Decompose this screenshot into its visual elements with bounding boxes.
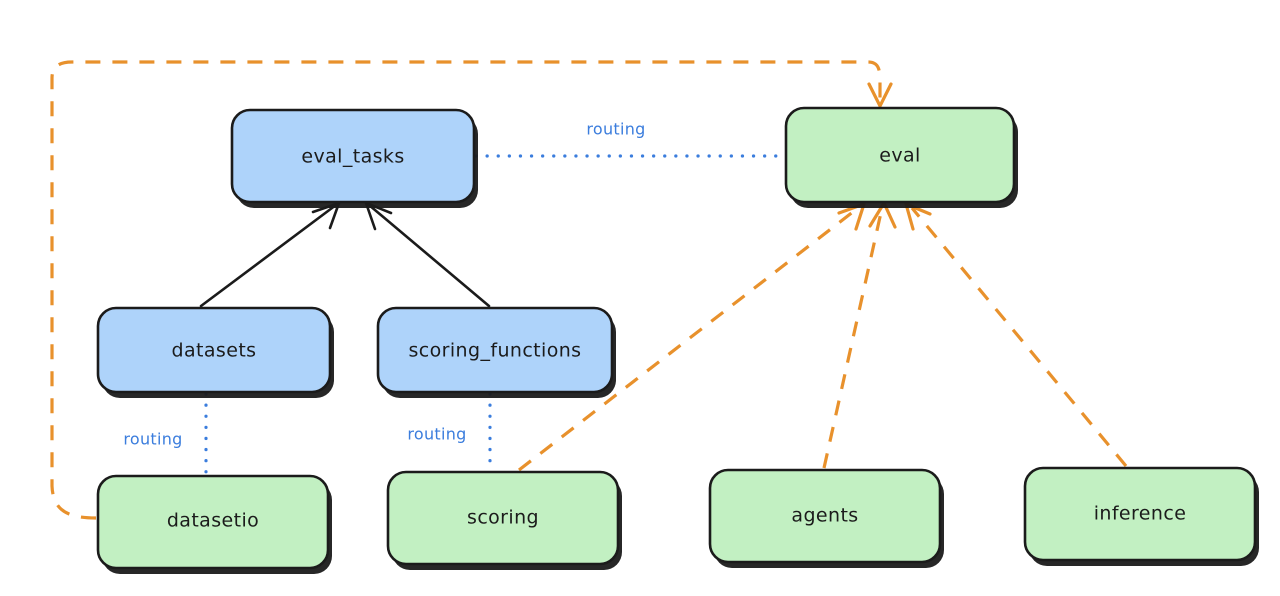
node-datasetio-box[interactable] [96, 474, 330, 570]
node-scoring-label: scoring [467, 507, 539, 529]
node-inference[interactable]: inference [1023, 466, 1259, 566]
node-eval[interactable]: eval [784, 106, 1018, 208]
edge-inference-to-eval-path [910, 206, 1128, 468]
node-inference-label: inference [1094, 503, 1187, 525]
node-scoring-functions[interactable]: scoring_functions [376, 306, 616, 398]
edge-inference-to-eval [904, 202, 1128, 468]
node-agents[interactable]: agents [708, 468, 944, 568]
node-eval-box[interactable] [784, 106, 1016, 204]
edge-label-layer: routing routing routing [123, 120, 645, 449]
node-datasetio-label: datasetio [167, 510, 259, 532]
edge-label-routing-eval-tasks: routing [586, 120, 645, 139]
edge-scoring-functions-to-eval-tasks [364, 201, 491, 308]
node-scoring-functions-box[interactable] [376, 306, 614, 394]
node-agents-label: agents [791, 505, 858, 527]
node-eval-tasks-label: eval_tasks [301, 146, 404, 168]
edge-datasetio-to-eval [50, 60, 893, 520]
edge-agents-to-eval-path [822, 207, 884, 469]
edge-datasetio-to-eval-path [50, 60, 882, 520]
edge-scoring-to-eval-path [518, 206, 859, 472]
node-eval-label: eval [879, 145, 920, 167]
node-datasetio[interactable]: datasetio [96, 474, 332, 574]
edge-datasetio-to-eval-arrowhead [867, 82, 893, 108]
node-datasets[interactable]: datasets [96, 306, 334, 398]
node-scoring-functions-label: scoring_functions [409, 340, 582, 362]
node-layer: eval_tasks eval datasets scoring_functio… [96, 106, 1259, 574]
node-datasets-label: datasets [172, 340, 257, 362]
edge-scoring-functions-to-eval-tasks-path [367, 203, 491, 308]
edge-label-routing-scoring-functions: routing [407, 425, 466, 444]
node-agents-box[interactable] [708, 468, 942, 564]
edge-datasets-to-eval-tasks-path [199, 203, 338, 308]
node-datasets-box[interactable] [96, 306, 332, 394]
edge-datasets-to-eval-tasks [199, 201, 341, 308]
node-scoring[interactable]: scoring [386, 470, 622, 570]
node-eval-tasks[interactable]: eval_tasks [230, 108, 478, 208]
edge-label-routing-datasets: routing [123, 430, 182, 449]
node-eval-tasks-box[interactable] [230, 108, 476, 204]
node-inference-box[interactable] [1023, 466, 1257, 562]
node-scoring-box[interactable] [386, 470, 620, 566]
edge-agents-to-eval [822, 201, 897, 469]
